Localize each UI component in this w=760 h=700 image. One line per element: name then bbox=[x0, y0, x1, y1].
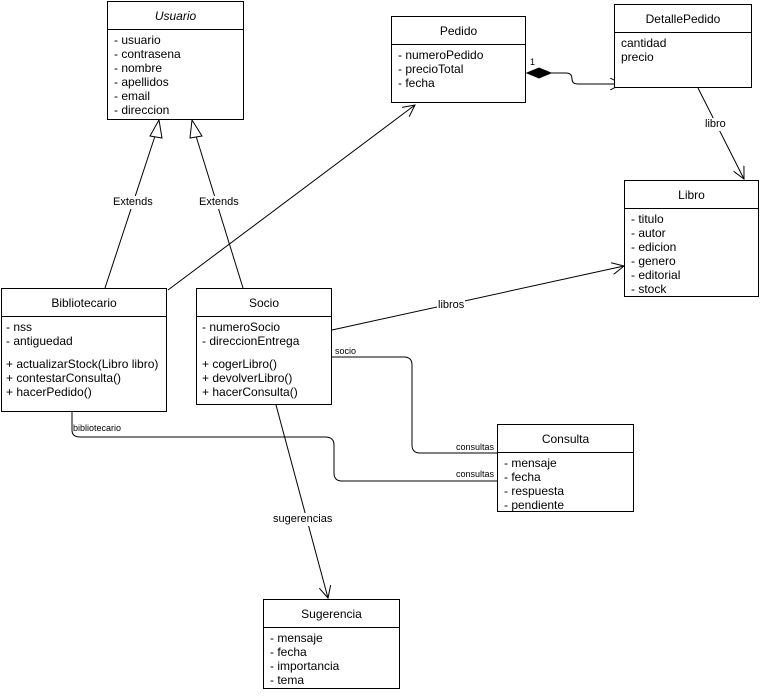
attribute: - direccionEntrega bbox=[202, 334, 300, 348]
class-bibliotecario-attributes: - nss - antiguedad + actualizarStock(Lib… bbox=[2, 317, 166, 403]
class-usuario[interactable]: Usuario - usuario - contrasena - nombre … bbox=[107, 1, 244, 120]
socio-role-label: socio bbox=[335, 346, 357, 356]
consultas-role-label-bibliotecario: consultas bbox=[456, 469, 495, 479]
class-libro-attributes: - titulo - autor - edicion - genero - ed… bbox=[625, 209, 758, 300]
class-pedido-attributes: - numeroPedido - precioTotal - fecha bbox=[392, 45, 525, 94]
class-libro[interactable]: Libro - titulo - autor - edicion - gener… bbox=[624, 180, 759, 297]
association-edge-bibliotecario-consulta bbox=[71, 412, 497, 482]
attribute: - email bbox=[114, 89, 151, 103]
attribute: - mensaje bbox=[504, 456, 557, 470]
attribute: - pendiente bbox=[504, 498, 565, 512]
libro-role-label: libro bbox=[704, 118, 727, 131]
class-consulta[interactable]: Consulta - mensaje - fecha - respuesta -… bbox=[497, 424, 634, 512]
attribute: - titulo bbox=[631, 212, 664, 226]
extends-label-socio: Extends bbox=[198, 196, 240, 209]
extends-edge-socio bbox=[195, 135, 244, 289]
class-usuario-name: Usuario bbox=[108, 2, 243, 30]
method: + hacerConsulta() bbox=[202, 385, 298, 399]
class-socio-attributes: - numeroSocio - direccionEntrega + coger… bbox=[197, 317, 331, 403]
class-socio[interactable]: Socio - numeroSocio - direccionEntrega +… bbox=[196, 288, 332, 405]
class-sugerencia-attributes: - mensaje - fecha - importancia - tema bbox=[264, 628, 399, 691]
attribute: - nombre bbox=[114, 61, 163, 75]
attribute: precio bbox=[621, 50, 654, 64]
generalization-triangle-bibliotecario bbox=[149, 118, 163, 139]
attribute: - usuario bbox=[114, 33, 161, 47]
method: + actualizarStock(Libro libro) bbox=[6, 357, 159, 371]
attribute: - fecha bbox=[270, 645, 307, 659]
attribute: - stock bbox=[631, 282, 667, 296]
composition-edge-pedido-detalle bbox=[551, 72, 622, 84]
attribute: - tema bbox=[270, 673, 305, 687]
attribute: - importancia bbox=[270, 659, 340, 673]
association-edge-socio-consulta bbox=[332, 356, 497, 454]
consultas-role-label-socio: consultas bbox=[456, 442, 495, 452]
class-bibliotecario[interactable]: Bibliotecario - nss - antiguedad + actua… bbox=[1, 288, 167, 412]
attribute: - contrasena bbox=[114, 47, 181, 61]
attribute: - fecha bbox=[504, 470, 541, 484]
sugerencias-role-label: sugerencias bbox=[272, 513, 334, 526]
method: + devolverLibro() bbox=[202, 371, 293, 385]
attribute: - respuesta bbox=[504, 484, 565, 498]
method: + hacerPedido() bbox=[6, 385, 92, 399]
bibliotecario-role-label: bibliotecario bbox=[73, 423, 122, 433]
attribute: - mensaje bbox=[270, 631, 323, 645]
attribute: - edicion bbox=[631, 240, 677, 254]
attribute: - apellidos bbox=[114, 75, 169, 89]
class-libro-name: Libro bbox=[625, 181, 758, 209]
libros-role-label: libros bbox=[437, 299, 466, 312]
attribute: - genero bbox=[631, 254, 676, 268]
class-socio-name: Socio bbox=[197, 289, 331, 317]
method: + cogerLibro() bbox=[202, 357, 278, 371]
association-edge-socio-sugerencia bbox=[275, 404, 328, 598]
class-detalle-pedido-attributes: cantidad precio bbox=[615, 33, 751, 68]
class-sugerencia[interactable]: Sugerencia - mensaje - fecha - importanc… bbox=[263, 599, 400, 689]
attribute: - precioTotal bbox=[398, 62, 464, 76]
attribute: - numeroPedido bbox=[398, 48, 484, 62]
extends-edge-bibliotecario bbox=[104, 135, 156, 289]
pedido-multiplicity-label: 1 bbox=[530, 57, 536, 67]
composition-diamond bbox=[525, 67, 553, 79]
attribute: - direccion bbox=[114, 103, 170, 117]
attribute: cantidad bbox=[621, 36, 667, 50]
association-edge-detalle-libro bbox=[697, 87, 744, 179]
attribute: - fecha bbox=[398, 76, 435, 90]
class-bibliotecario-name: Bibliotecario bbox=[2, 289, 166, 317]
generalization-triangle-socio bbox=[189, 118, 203, 139]
class-pedido[interactable]: Pedido - numeroPedido - precioTotal - fe… bbox=[391, 16, 526, 103]
class-usuario-attributes: - usuario - contrasena - nombre - apelli… bbox=[108, 30, 243, 121]
class-consulta-name: Consulta bbox=[498, 425, 633, 453]
attribute: - nss bbox=[6, 320, 33, 334]
method: + contestarConsulta() bbox=[6, 371, 122, 385]
class-sugerencia-name: Sugerencia bbox=[264, 600, 399, 628]
class-pedido-name: Pedido bbox=[392, 17, 525, 45]
attribute: - autor bbox=[631, 226, 666, 240]
class-consulta-attributes: - mensaje - fecha - respuesta - pendient… bbox=[498, 453, 633, 516]
class-detalle-pedido[interactable]: DetallePedido cantidad precio bbox=[614, 4, 752, 88]
association-edge-bibliotecario-pedido bbox=[167, 105, 415, 291]
attribute: - antiguedad bbox=[6, 334, 73, 348]
attribute: - editorial bbox=[631, 268, 681, 282]
extends-label-bibliotecario: Extends bbox=[112, 196, 154, 209]
attribute: - numeroSocio bbox=[202, 320, 281, 334]
association-edge-socio-libro bbox=[331, 266, 624, 331]
class-detalle-pedido-name: DetallePedido bbox=[615, 5, 751, 33]
